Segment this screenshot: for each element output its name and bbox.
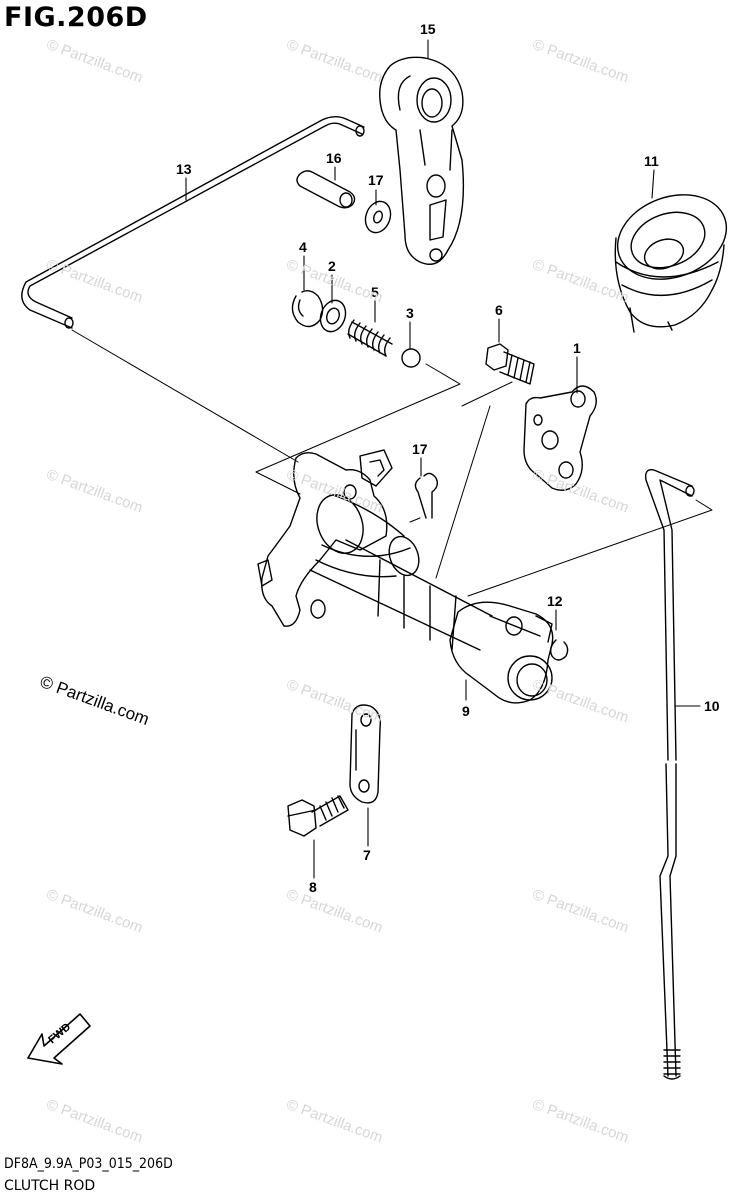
part-6-bolt[interactable]: [485, 343, 535, 385]
part-1-bracket[interactable]: [523, 385, 597, 491]
callout-15: 16: [326, 150, 342, 166]
fwd-label: FWD: [46, 1021, 73, 1046]
callout-13: 13: [176, 161, 192, 177]
callout-12: 12: [547, 593, 563, 609]
callout-leaders: [185, 39, 701, 879]
callout-3: 3: [406, 305, 414, 321]
part-9-clutch-shaft[interactable]: [257, 449, 554, 704]
callout-1: 1: [573, 340, 581, 356]
callout-numbers: 15 13 16 17 11 4 2 5 3 6 1 17 12 9 10 7 …: [176, 21, 720, 895]
callout-11: 11: [644, 153, 659, 169]
part-3-ball[interactable]: [401, 348, 421, 368]
fwd-arrow-icon: [27, 1013, 91, 1065]
part-5-spring[interactable]: [347, 319, 393, 357]
part-16-washer[interactable]: [361, 198, 394, 236]
callout-2: 2: [328, 258, 336, 274]
callout-7: 7: [363, 847, 371, 863]
callout-16: 17: [368, 172, 384, 188]
part-12-e-clip[interactable]: [549, 639, 569, 661]
callout-5: 5: [371, 284, 379, 300]
figure-code: DF8A_9.9A_P03_015_206D: [4, 1156, 173, 1172]
figure-name: CLUTCH ROD: [4, 1178, 96, 1194]
figure-title: FIG.206D: [4, 2, 148, 33]
part-7-link-plate[interactable]: [349, 704, 381, 804]
callout-4: 4: [299, 239, 307, 255]
assembly-lines: [71, 329, 713, 597]
part-17-cotter-pin[interactable]: [414, 472, 439, 519]
callout-14: 15: [420, 21, 436, 37]
part-8-bolt[interactable]: [287, 795, 349, 837]
part-4-snap-ring[interactable]: [291, 289, 324, 328]
part-10-clutch-rod[interactable]: [644, 469, 695, 1080]
callout-6: 6: [495, 302, 503, 318]
callout-8: 8: [309, 879, 317, 895]
part-15-pin[interactable]: [296, 170, 356, 209]
part-13-rod[interactable]: [21, 116, 365, 329]
callout-10: 10: [704, 698, 720, 714]
callout-9: 9: [462, 703, 470, 719]
part-2-washer[interactable]: [316, 297, 349, 335]
part-11-grommet[interactable]: [606, 180, 729, 333]
callout-17: 17: [412, 441, 428, 457]
part-14-clutch-arm[interactable]: [379, 56, 465, 265]
